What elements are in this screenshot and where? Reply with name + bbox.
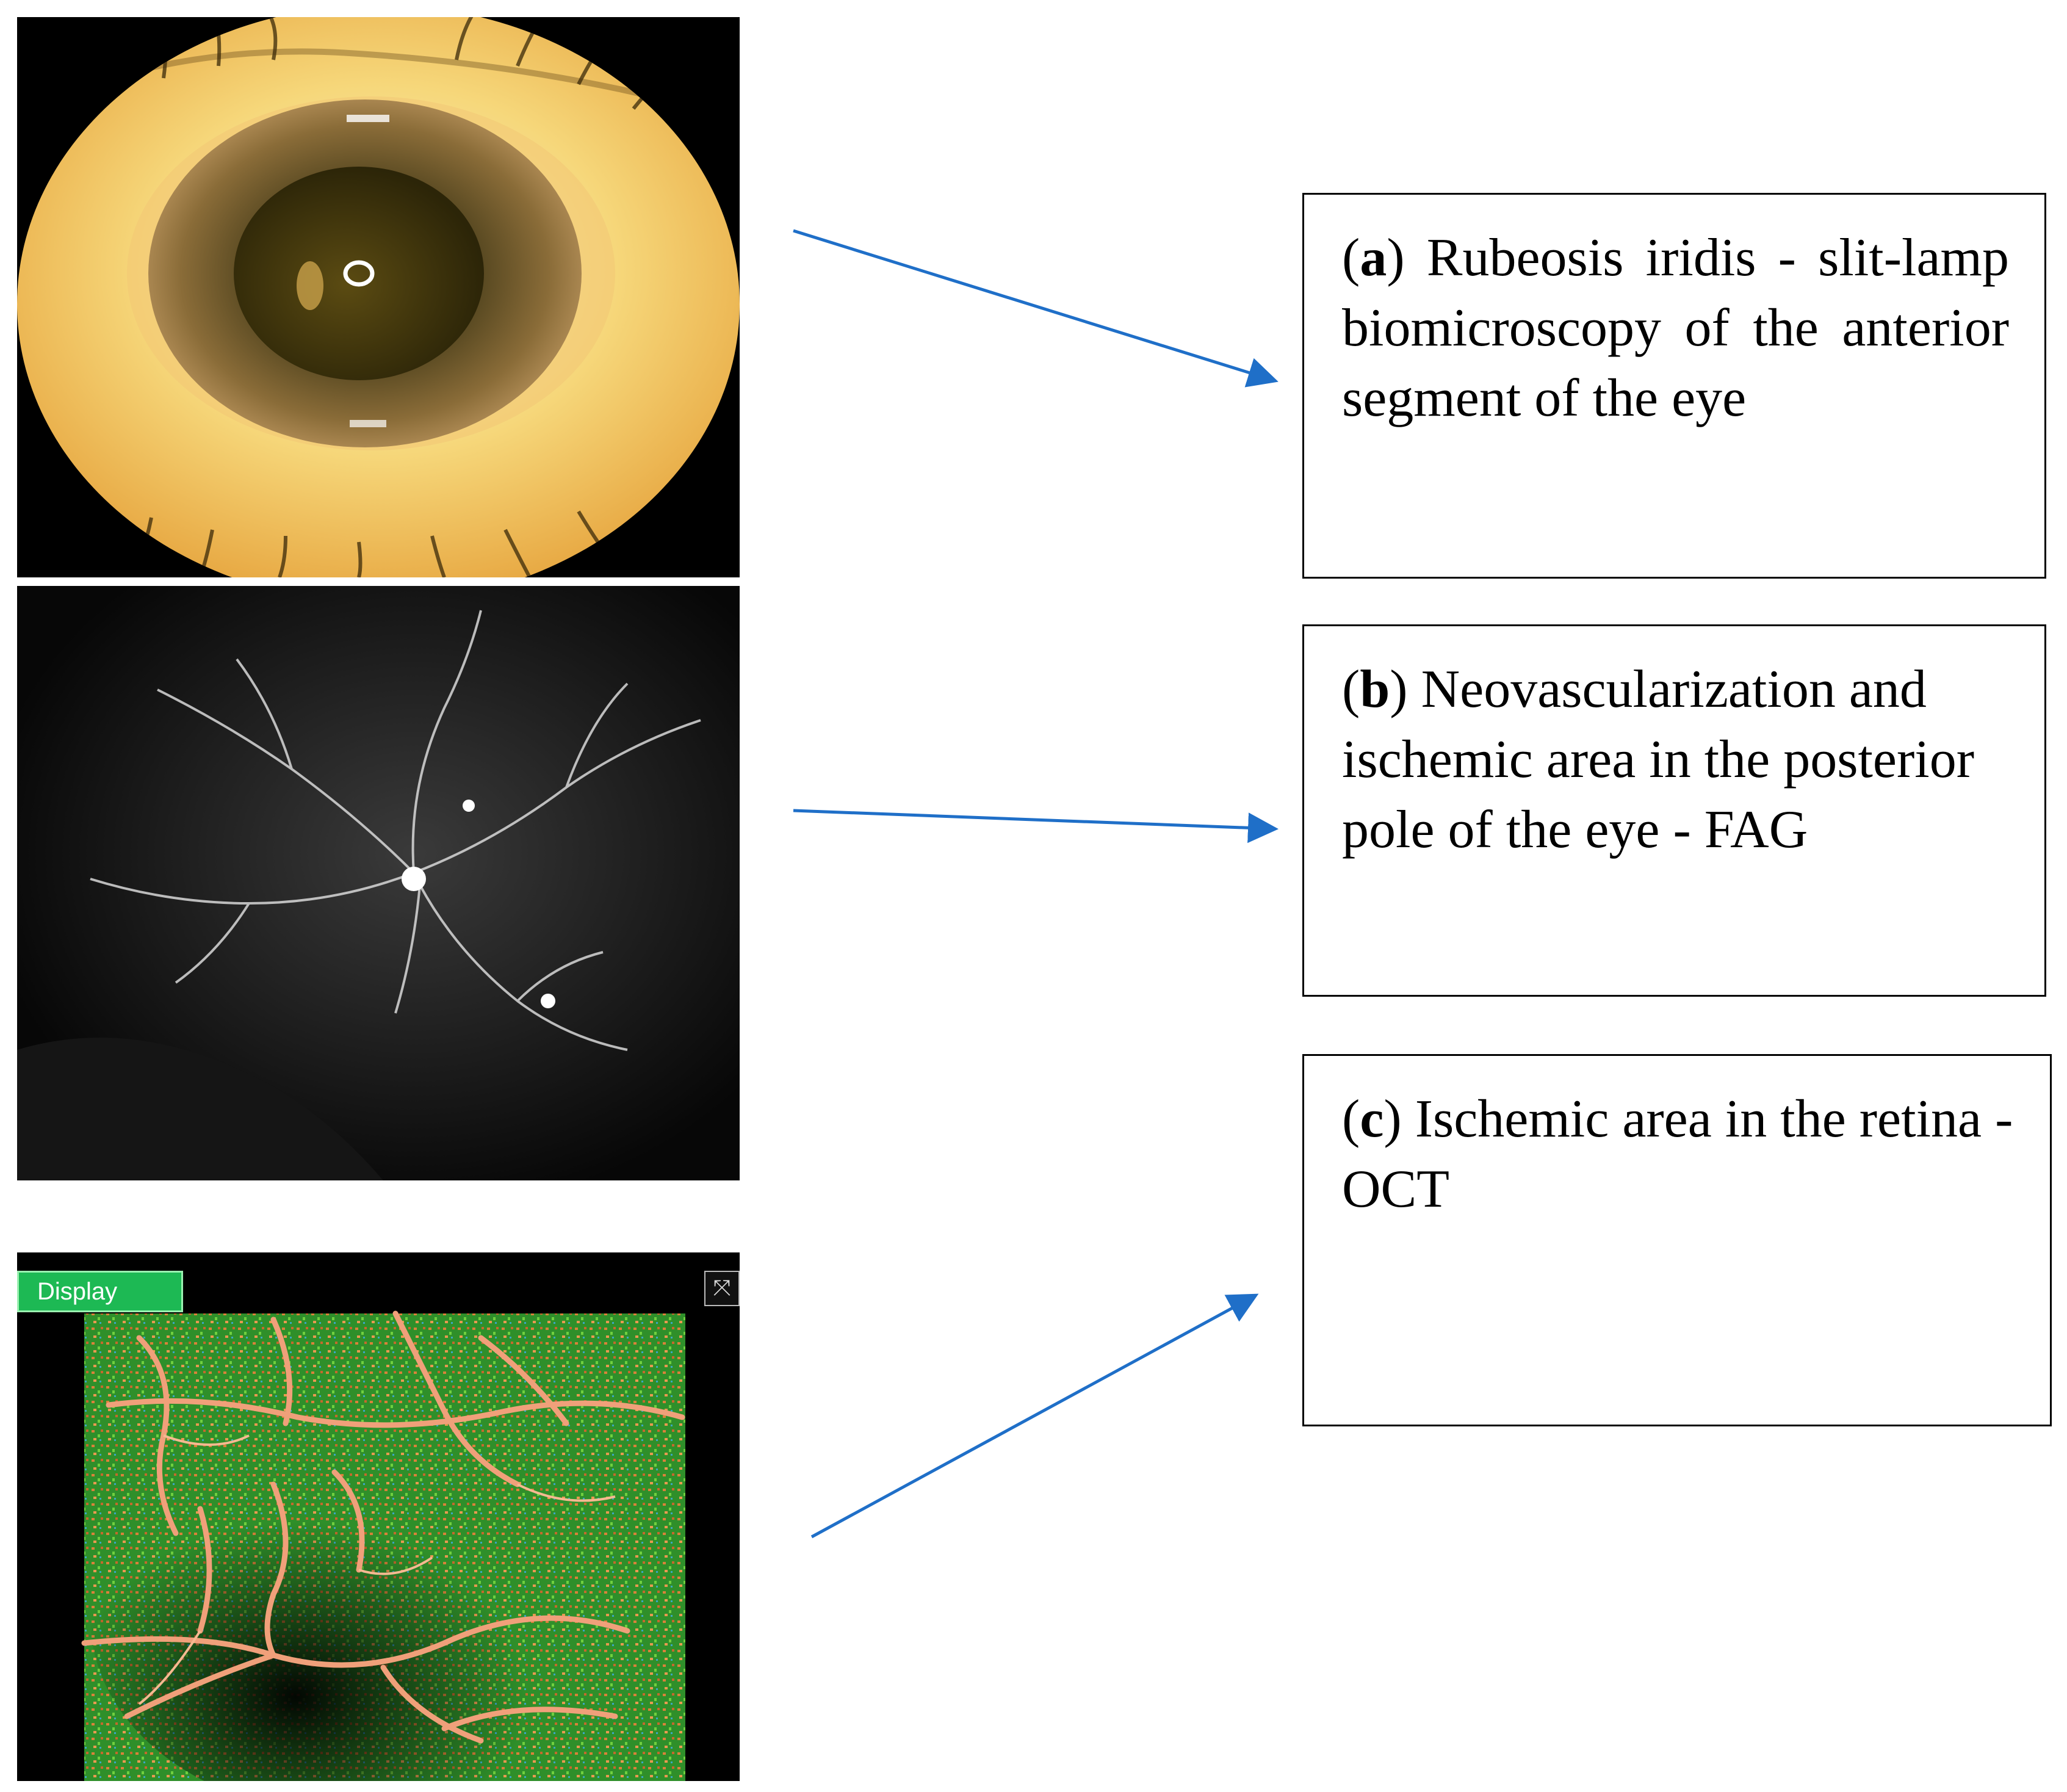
caption-text: Rubeosis iridis - slit-lamp biomicroscop…	[1342, 228, 2009, 428]
caption-letter: b	[1360, 660, 1390, 719]
oct-angiography-image: Display ⤧	[17, 1252, 740, 1781]
display-button: Display	[17, 1271, 183, 1312]
fluorescein-angiography-image	[17, 586, 740, 1180]
caption-letter: a	[1360, 228, 1387, 287]
arrow-b	[793, 809, 1279, 844]
arrow-c	[810, 1293, 1259, 1539]
slit-lamp-eye-photo	[17, 17, 740, 577]
caption-c: (c) Ischemic area in the retina - OCT	[1342, 1089, 2013, 1219]
caption-letter: c	[1360, 1089, 1384, 1149]
arrow-a	[793, 229, 1279, 388]
caption-b: (b) Neovascularization and ischemic area…	[1342, 660, 1975, 859]
caption-box-b: (b) Neovascularization and ischemic area…	[1302, 624, 2046, 997]
caption-box-a: (a) Rubeosis iridis - slit-lamp biomicro…	[1302, 193, 2046, 579]
caption-box-c: (c) Ischemic area in the retina - OCT	[1302, 1054, 2052, 1426]
expand-icon: ⤧	[704, 1271, 740, 1306]
caption-text: Ischemic area in the retina - OCT	[1342, 1089, 2013, 1219]
caption-a: (a) Rubeosis iridis - slit-lamp biomicro…	[1342, 228, 2009, 428]
caption-text: Neovascularization and ischemic area in …	[1342, 660, 1975, 859]
